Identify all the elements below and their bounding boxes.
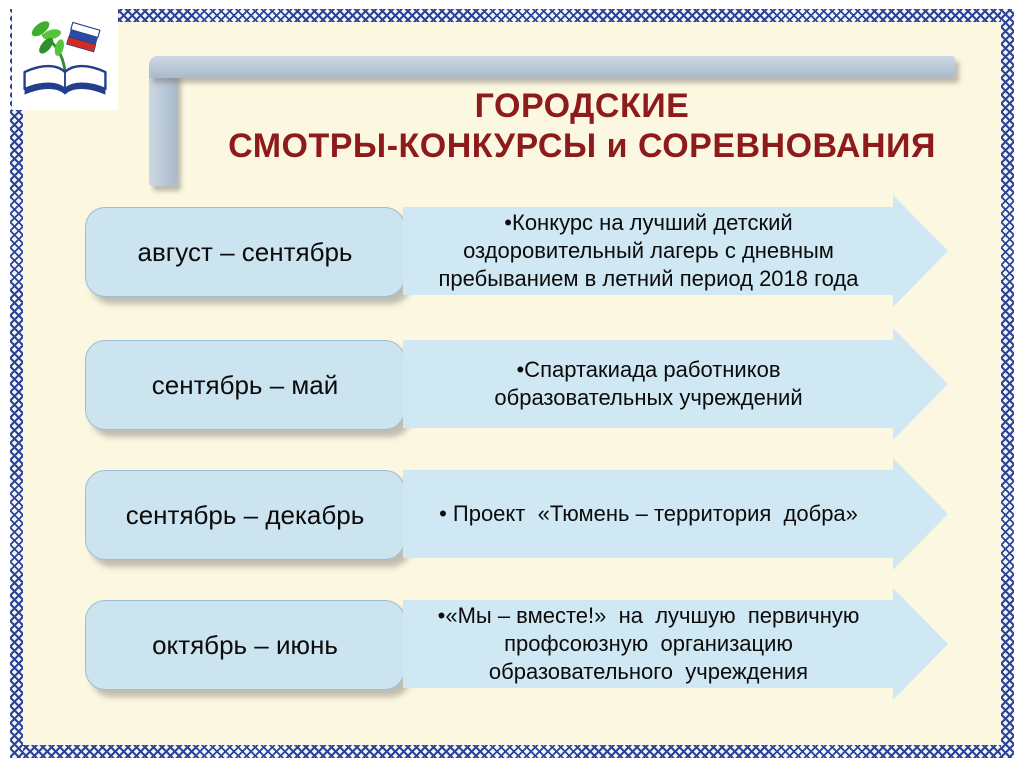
- event-text: •Конкурс на лучший детский оздоровительн…: [438, 209, 859, 292]
- logo-emblem-icon: [23, 21, 107, 95]
- period-label: август – сентябрь: [137, 236, 353, 267]
- period-box: октябрь – июнь: [85, 600, 405, 690]
- event-arrow: •«Мы – вместе!» на лучшую первичную проф…: [403, 588, 948, 700]
- arrow-shape-icon: [403, 328, 948, 440]
- title-line-2: СМОТРЫ-КОНКУРСЫ и СОРЕВНОВАНИЯ: [228, 127, 936, 166]
- title-ribbon-horizontal: [149, 56, 955, 78]
- arrow-shape-icon: [403, 458, 948, 570]
- period-label: сентябрь – май: [151, 369, 339, 400]
- period-box: август – сентябрь: [85, 207, 405, 297]
- period-label: октябрь – июнь: [152, 629, 338, 660]
- event-text: •«Мы – вместе!» на лучшую первичную проф…: [437, 602, 860, 685]
- event-arrow: • Проект «Тюмень – территория добра»: [403, 458, 948, 570]
- arrow-shape-icon: [403, 195, 948, 307]
- period-box: сентябрь – декабрь: [85, 470, 405, 560]
- border-frame-top: [10, 9, 1014, 22]
- timeline-row: сентябрь – май •Спартакиада работников о…: [0, 328, 1024, 440]
- title-line-1: ГОРОДСКИЕ: [474, 87, 690, 125]
- period-box: сентябрь – май: [85, 340, 405, 430]
- border-frame-right: [1001, 9, 1014, 758]
- event-arrow: •Спартакиада работников образовательных …: [403, 328, 948, 440]
- event-text: •Спартакиада работников образовательных …: [494, 356, 803, 410]
- education-union-logo: [12, 4, 118, 110]
- timeline-row: октябрь – июнь •«Мы – вместе!» на лучшую…: [0, 588, 1024, 700]
- slide-title: ГОРОДСКИЕ СМОТРЫ-КОНКУРСЫ и СОРЕВНОВАНИЯ: [200, 86, 964, 166]
- arrow-shape-icon: [403, 588, 948, 700]
- timeline-row: август – сентябрь •Конкурс на лучший дет…: [0, 195, 1024, 307]
- border-frame-left: [10, 9, 23, 758]
- event-arrow: •Конкурс на лучший детский оздоровительн…: [403, 195, 948, 307]
- border-frame-bottom: [10, 745, 1014, 758]
- period-label: сентябрь – декабрь: [125, 499, 365, 530]
- timeline-row: сентябрь – декабрь • Проект «Тюмень – те…: [0, 458, 1024, 570]
- event-text: • Проект «Тюмень – территория добра»: [439, 500, 858, 526]
